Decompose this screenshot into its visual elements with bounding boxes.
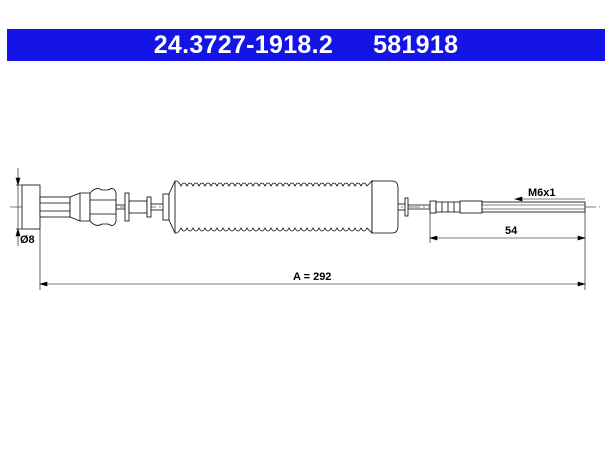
thread-label: M6x1 (528, 187, 556, 199)
diameter-label: Ø8 (20, 234, 35, 246)
cable-right (398, 197, 430, 217)
diameter-dimension (15, 168, 22, 246)
part-number: 24.3727-1918.2 (153, 30, 334, 59)
total-length-label: A = 292 (293, 271, 331, 283)
bellows-boot (168, 180, 399, 234)
title-bar: 24.3727-1918.2 581918 (7, 29, 605, 61)
reference-number: 581918 (373, 30, 459, 59)
threaded-rod-end (429, 200, 586, 214)
end-length-dimension (428, 212, 587, 243)
end-length-label: 54 (505, 225, 518, 237)
thread-leader (513, 196, 585, 202)
left-end-fitting (21, 184, 117, 230)
total-length-dimension (38, 229, 587, 290)
